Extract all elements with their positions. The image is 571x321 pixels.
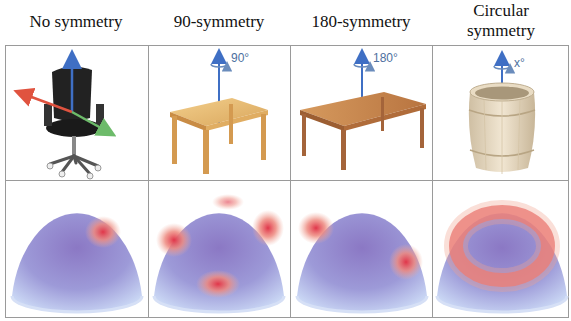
- column-header: 180-symmetry: [291, 12, 431, 32]
- column-header: 90-symmetry: [149, 12, 289, 32]
- column-header: Circular symmetry: [459, 1, 543, 41]
- rotation-angle: 180°: [373, 51, 398, 65]
- rotation-angle: 90°: [231, 51, 249, 65]
- rotation-angle: x°: [514, 56, 525, 70]
- column-header: No symmetry: [6, 12, 146, 32]
